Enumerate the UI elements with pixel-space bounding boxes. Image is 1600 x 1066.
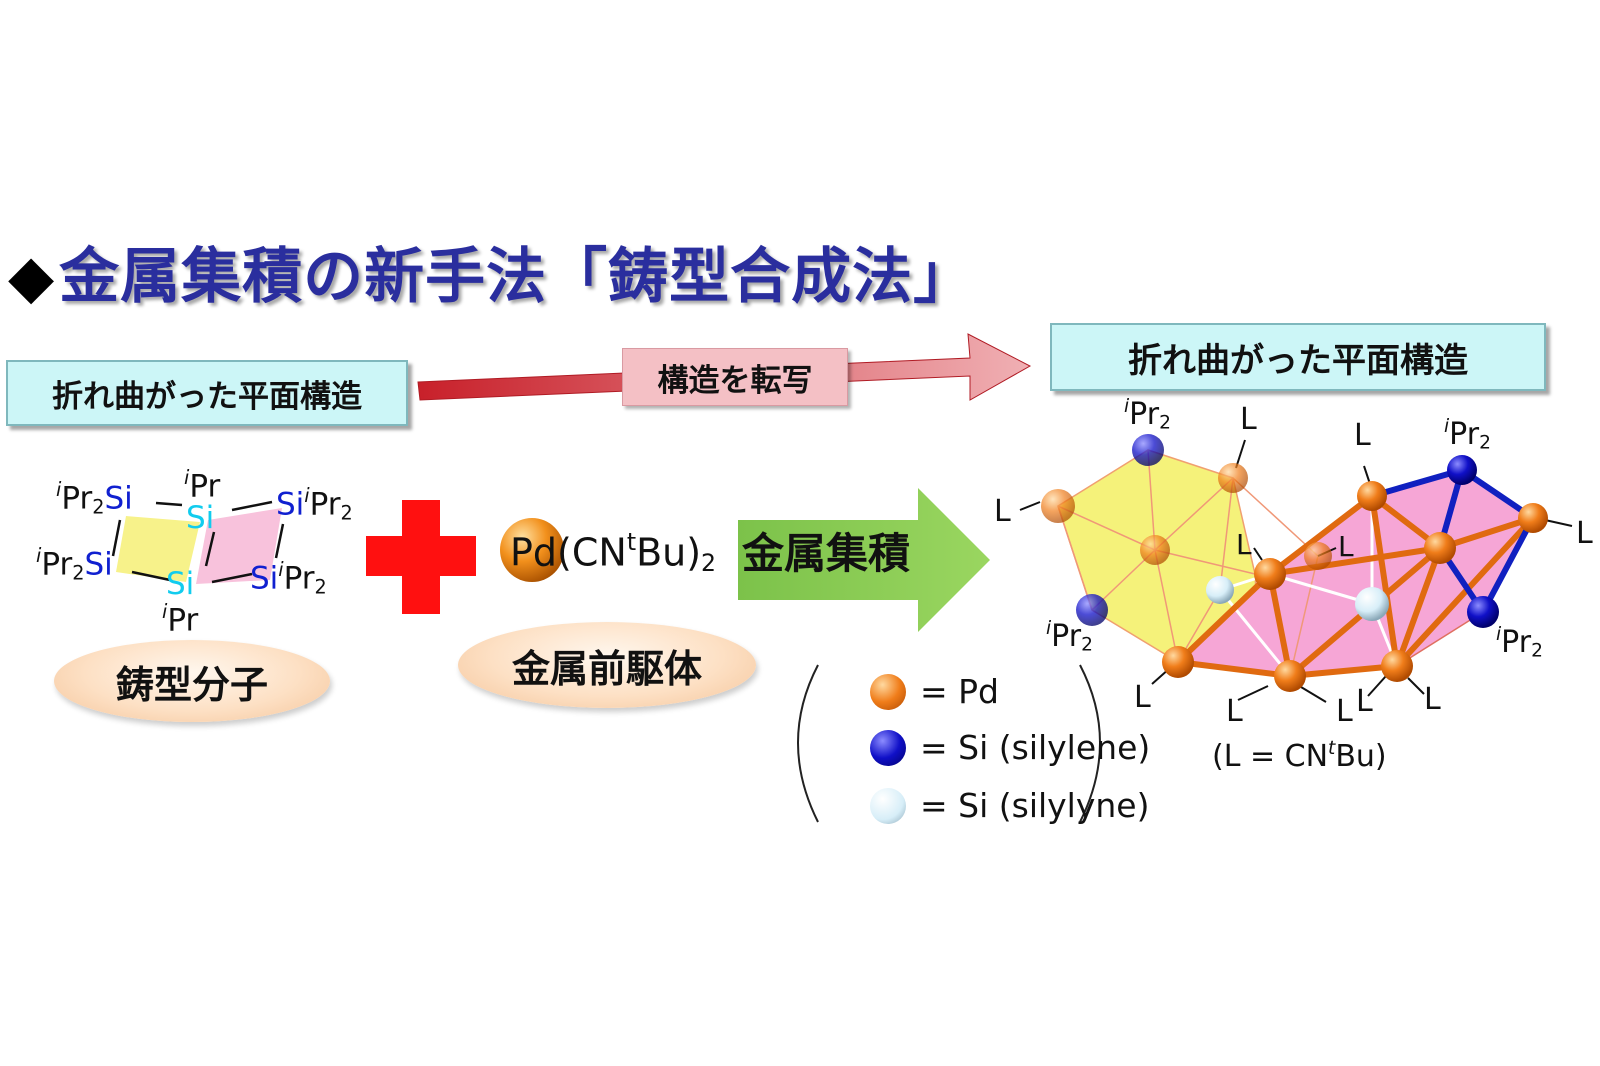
cluster-si-atom [1076, 594, 1108, 626]
bent-plane-label-right: 折れ曲がった平面構造 [1050, 323, 1546, 391]
precursor-label: 金属前駆体 [458, 622, 756, 708]
title-text: 金属集積の新手法「鋳型合成法」 [59, 242, 975, 312]
pd-ball-icon [870, 673, 906, 710]
ligand-label: L [1338, 530, 1354, 563]
cluster-pd-atom [1424, 532, 1456, 564]
mold-si-ipr2-top-right: SiiPr2 [276, 484, 353, 525]
page-title: ◆金属集積の新手法「鋳型合成法」 [8, 228, 974, 315]
cluster-si-atom [1132, 434, 1164, 466]
cluster-si-atom [1447, 455, 1477, 485]
cluster-pd-atom [1304, 542, 1332, 570]
ligand-label: L [1354, 418, 1371, 453]
cluster-pd-atom [1218, 463, 1248, 493]
precursor-formula: Pd(CNtBu)2 [510, 528, 717, 578]
cluster-pd-atom [1041, 489, 1075, 523]
mold-molecule-label: 鋳型分子 [54, 640, 330, 722]
legend-item-silylene: = Si (silylene) [870, 728, 1150, 767]
mold-ipr2-si-top-left: iPr2Si [56, 478, 133, 519]
mold-ipr2-si-bottom-left: iPr2Si [36, 544, 113, 585]
plus-icon [366, 500, 476, 614]
ligand-label: L [1236, 528, 1252, 561]
cluster-ipr2-top: iPr2 [1124, 396, 1171, 434]
legend-label: = Si (silylyne) [920, 786, 1150, 825]
cluster-pd-atom [1140, 535, 1170, 565]
ligand-label: L [1134, 680, 1151, 715]
ligand-label: L [1576, 516, 1593, 551]
ligand-label: L [1356, 684, 1373, 719]
accumulation-arrow [738, 488, 990, 632]
transfer-label: 構造を転写 [622, 348, 848, 406]
cluster-si-atom [1467, 596, 1499, 628]
legend-label: = Pd [920, 672, 999, 711]
cluster-silylyne-atom [1206, 576, 1234, 604]
mold-ipr-top: iPr [184, 466, 221, 505]
cluster-ipr2-top-right: iPr2 [1444, 416, 1491, 454]
bent-plane-label-left: 折れ曲がった平面構造 [6, 360, 408, 426]
ligand-label: L [1424, 682, 1441, 717]
cluster-pd-atom [1162, 646, 1194, 678]
mold-bonds [111, 500, 285, 584]
silylene-ball-icon [870, 729, 906, 766]
ligand-definition: (L = CNtBu) [1212, 738, 1387, 775]
cluster-ipr2-bottom-left: iPr2 [1046, 618, 1093, 656]
legend-label: = Si (silylene) [920, 728, 1151, 767]
mold-si-center-top: Si [186, 500, 215, 536]
mold-si-center-bottom: Si [166, 566, 195, 602]
cluster-atoms [1041, 434, 1548, 692]
mold-si-ipr2-bottom-right: SiiPr2 [250, 558, 327, 599]
mold-ipr-bottom: iPr [162, 600, 199, 639]
diamond-icon: ◆ [8, 242, 56, 312]
accumulation-label: 金属集積 [742, 529, 911, 578]
cluster-silylyne-atom [1355, 587, 1389, 621]
cluster-ipr2-bottom-right: iPr2 [1496, 624, 1543, 662]
mold-pink-face [196, 508, 282, 584]
cluster-pd-atom [1254, 558, 1286, 590]
legend-left-paren [797, 664, 819, 823]
silylyne-ball-icon [870, 787, 906, 824]
legend-item-pd: = Pd [870, 672, 999, 711]
cluster-pd-atom [1357, 481, 1387, 511]
cluster-pd-atom [1518, 503, 1548, 533]
legend-item-silylyne: = Si (silylyne) [870, 786, 1149, 825]
cluster-pd-atom [1381, 650, 1413, 682]
legend-right-paren [1079, 664, 1101, 823]
pd-precursor-ball [500, 518, 564, 582]
transfer-arrow [417, 333, 1032, 401]
ligand-label: L [1240, 402, 1257, 437]
ligand-label: L [1226, 694, 1243, 729]
ligand-label: L [1336, 694, 1353, 729]
cluster-pd-atom [1274, 660, 1306, 692]
mold-yellow-face [116, 516, 200, 582]
ligand-label: L [994, 494, 1011, 529]
